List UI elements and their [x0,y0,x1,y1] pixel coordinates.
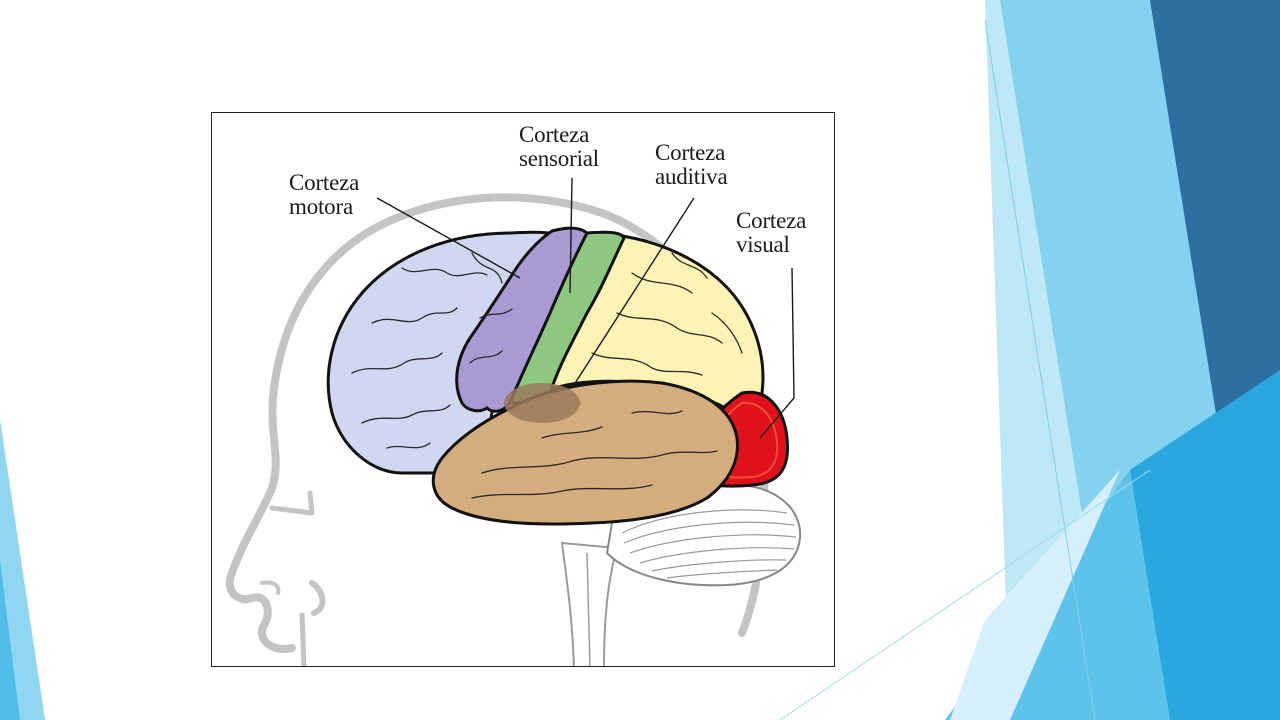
leader-auditiva [571,197,695,389]
motor-cortex [455,226,589,413]
leader-lines [376,177,795,439]
label-auditiva-line2: auditiva [655,164,728,189]
decor-left-mid-facet [0,560,20,720]
brain-stem [560,541,619,666]
leader-motora [376,197,521,279]
brain-diagram: Corteza motora Corteza sensorial Corteza… [211,112,835,667]
label-corteza-motora: Corteza motora [289,171,359,219]
decor-bottom-white-sliver [950,470,1120,720]
leader-sensorial [569,177,573,294]
head-mouth-line [260,580,281,595]
decor-left-light-facet [0,420,45,720]
head-jaw-line [299,612,307,666]
label-corteza-visual: Corteza visual [736,209,806,257]
leader-visual [759,267,795,439]
cerebellum-folia [621,509,797,579]
label-corteza-sensorial: Corteza sensorial [519,123,599,171]
auditory-cortex [504,383,580,423]
label-motora-line2: motora [289,194,353,219]
label-motora-line1: Corteza [289,170,360,195]
decor-right-dark-facet [1150,0,1280,470]
label-visual-line2: visual [736,232,790,257]
label-visual-line1: Corteza [736,208,807,233]
brain-sulci [351,252,743,499]
head-ear-curve [309,580,326,616]
decor-thin-line-a [984,19,1096,720]
brain-stem-line [586,552,591,666]
label-auditiva-line1: Corteza [655,140,726,165]
decor-thin-line-b [779,469,1151,720]
label-corteza-auditiva: Corteza auditiva [655,141,728,189]
label-sensorial-line1: Corteza [519,122,590,147]
head-nostril-curve [269,490,315,516]
brain-illustration [226,177,802,666]
label-sensorial-line2: sensorial [519,146,599,171]
